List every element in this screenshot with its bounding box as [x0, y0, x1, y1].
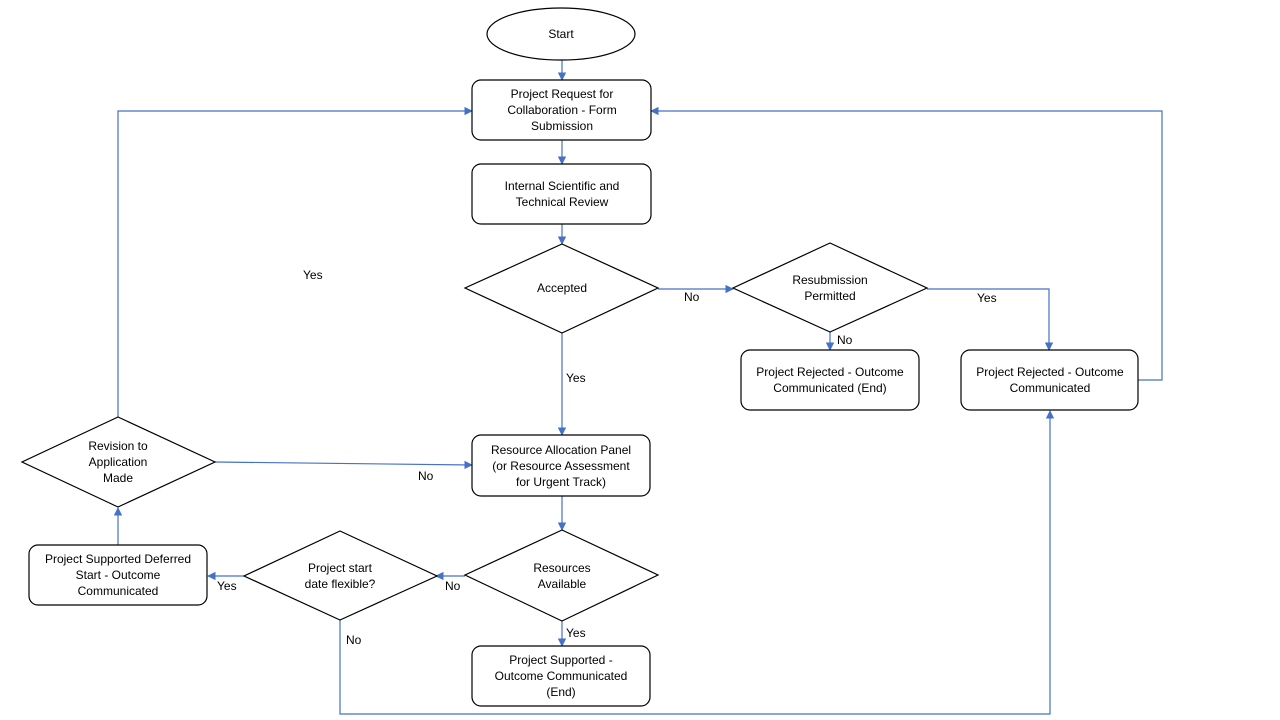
node-label-line: Application: [89, 455, 148, 469]
edge-revision-to-request: [117, 106, 473, 418]
edge-flexible-to-rejected: [339, 410, 1055, 715]
node-label-line: Resource Allocation Panel: [491, 443, 631, 457]
node-label-line: Project start: [308, 561, 373, 575]
node-flexible: [242, 530, 439, 621]
node-label-line: Start - Outcome: [76, 568, 161, 582]
edge-label-yes-flexible: Yes: [217, 579, 237, 593]
node-label-line: Resources: [533, 561, 590, 575]
edge-labels: Yes No Yes No Yes No Yes No Yes No: [217, 268, 997, 647]
node-label-line: (End): [546, 685, 575, 699]
node-accepted: [463, 243, 660, 334]
node-allocation: [471, 434, 651, 497]
node-label-line: Made: [103, 471, 133, 485]
node-label-line: Submission: [531, 119, 593, 133]
edge-revision-to-allocation: [214, 460, 473, 470]
edge-rejected-to-request: [650, 106, 1163, 381]
node-resources: [463, 529, 660, 622]
node-allocation-label: Resource Allocation Panel (or Resource As…: [491, 443, 631, 489]
node-deferred: [28, 544, 208, 606]
node-label-line: for Urgent Track): [516, 475, 606, 489]
shapes: [20, 7, 1139, 707]
edge-label-yes-accepted: Yes: [566, 371, 586, 385]
node-resubmission: [731, 242, 929, 333]
node-label-line: Project Request for: [511, 87, 614, 101]
node-label-line: Available: [538, 577, 587, 591]
node-label-line: Resubmission: [792, 273, 867, 287]
node-flexible-label: Project start date flexible?: [305, 561, 376, 591]
node-label-line: Internal Scientific and: [505, 179, 620, 193]
node-accepted-label: Accepted: [537, 281, 587, 295]
edge-label-yes-resources: Yes: [566, 626, 586, 640]
node-request: [471, 79, 652, 141]
node-label-line: Project Supported Deferred: [45, 552, 191, 566]
node-start: [486, 7, 636, 61]
edge-label-no-resubmission: No: [837, 333, 853, 347]
node-supported: [471, 645, 651, 707]
node-label-line: Communicated (End): [773, 381, 886, 395]
node-label-line: Project Rejected - Outcome: [976, 365, 1124, 379]
edge-label-no-revision: No: [418, 469, 434, 483]
node-label-line: Start: [548, 27, 574, 41]
node-label-line: (or Resource Assessment: [492, 459, 630, 473]
node-label-line: Communicated: [1010, 381, 1091, 395]
node-label-line: Project Supported -: [509, 653, 612, 667]
node-label-line: date flexible?: [305, 577, 376, 591]
edge-label-yes-resubmission: Yes: [977, 291, 997, 305]
node-rejected-end: [740, 349, 920, 411]
node-label-line: Collaboration - Form: [507, 103, 616, 117]
node-supported-label: Project Supported - Outcome Communicated (…: [495, 653, 628, 699]
node-start-label: Start: [548, 27, 574, 41]
node-label-line: Technical Review: [516, 195, 609, 209]
edge-resubmission-to-rejected: [927, 288, 1054, 351]
edge-label-no-flexible: No: [346, 633, 362, 647]
node-label-line: Revision to: [88, 439, 148, 453]
node-review: [471, 163, 652, 225]
node-label-line: Accepted: [537, 281, 587, 295]
node-revision: [20, 416, 217, 508]
node-rejected: [960, 349, 1139, 411]
node-label-line: Outcome Communicated: [495, 669, 628, 683]
node-label-line: Communicated: [78, 584, 159, 598]
edge-label-no-resources: No: [445, 579, 461, 593]
node-label-line: Project Rejected - Outcome: [756, 365, 904, 379]
edge-label-yes-revision: Yes: [303, 268, 323, 282]
node-label-line: Permitted: [804, 289, 855, 303]
connectors: [113, 60, 1163, 715]
edge-label-no-accepted: No: [684, 290, 700, 304]
